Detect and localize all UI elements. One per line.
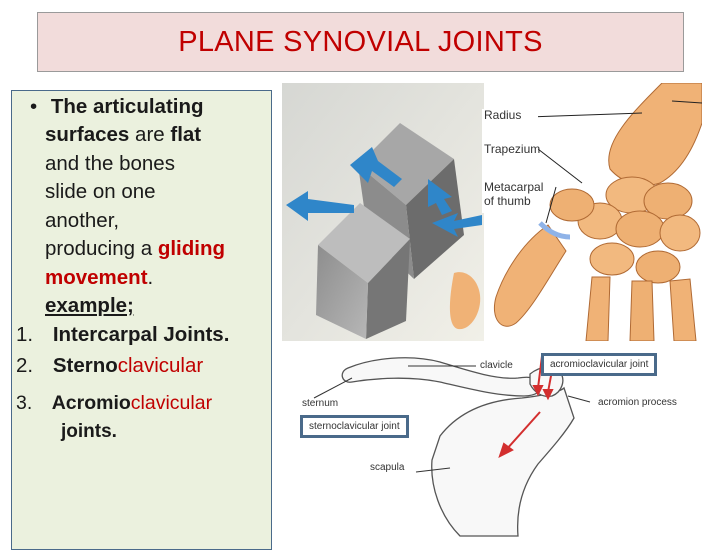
text-panel: • The articulating surfaces are flat and… bbox=[11, 90, 272, 550]
title-box: PLANE SYNOVIAL JOINTS bbox=[37, 12, 684, 72]
sternoclavicular-joint-label: sternoclavicular joint bbox=[300, 415, 409, 438]
bullet-line-4: slide on one bbox=[45, 180, 156, 203]
example-label: example; bbox=[45, 294, 134, 317]
bullet-line-6: producing a gliding bbox=[45, 237, 226, 260]
bullet-line-2: surfaces are flat bbox=[45, 123, 202, 146]
bullet-line-7: movement. bbox=[45, 266, 154, 289]
label-metacarpal: Metacarpal bbox=[484, 180, 544, 194]
label-acromion-process: acromion process bbox=[598, 397, 677, 408]
shoulder-leader-lines bbox=[313, 365, 591, 473]
bullet-line-3: and the bones bbox=[45, 152, 175, 175]
arrow-left-icon bbox=[286, 191, 354, 221]
scapula-bone bbox=[431, 386, 575, 537]
text-line-1: The articulating bbox=[50, 95, 204, 118]
label-thumb: of thumb bbox=[484, 194, 531, 208]
bullet-line-5: another, bbox=[45, 209, 120, 232]
label-scapula: scapula bbox=[370, 462, 405, 473]
wrist-bones bbox=[494, 83, 702, 341]
list-item-3: 3. Acromioclavicular bbox=[16, 392, 213, 414]
list-item-2: 2. Sternoclavicular bbox=[16, 354, 204, 377]
slide-title: PLANE SYNOVIAL JOINTS bbox=[178, 25, 543, 58]
lower-cube bbox=[316, 203, 410, 339]
leader-lines bbox=[527, 100, 702, 224]
shoulder-joint-illustration bbox=[313, 355, 591, 537]
joint-highlight bbox=[538, 221, 571, 240]
bullet-symbol: • bbox=[30, 95, 38, 118]
label-clavicle: clavicle bbox=[480, 360, 513, 371]
list-item-1: 1. Intercarpal Joints. bbox=[16, 323, 230, 346]
joint-arrows bbox=[498, 355, 555, 458]
gliding-cubes-illustration bbox=[282, 83, 484, 341]
label-trapezium: Trapezium bbox=[484, 142, 541, 156]
arrow-down-icon bbox=[428, 179, 452, 215]
bone-fragment bbox=[449, 272, 481, 330]
arrow-up-icon bbox=[350, 147, 402, 187]
acromioclavicular-joint-label: acromioclavicular joint bbox=[541, 353, 658, 376]
bullet-line-1: • The articulating bbox=[30, 93, 204, 122]
list-item-3-cont: joints. bbox=[61, 421, 117, 442]
label-radius: Radius bbox=[484, 108, 522, 122]
glide-arrows bbox=[286, 147, 482, 237]
wrist-label-background bbox=[482, 109, 538, 213]
shoulder-bones bbox=[341, 357, 575, 537]
wrist-bones-illustration bbox=[482, 83, 702, 341]
label-sternum: sternum bbox=[302, 398, 339, 409]
arrow-right-icon bbox=[432, 213, 482, 237]
